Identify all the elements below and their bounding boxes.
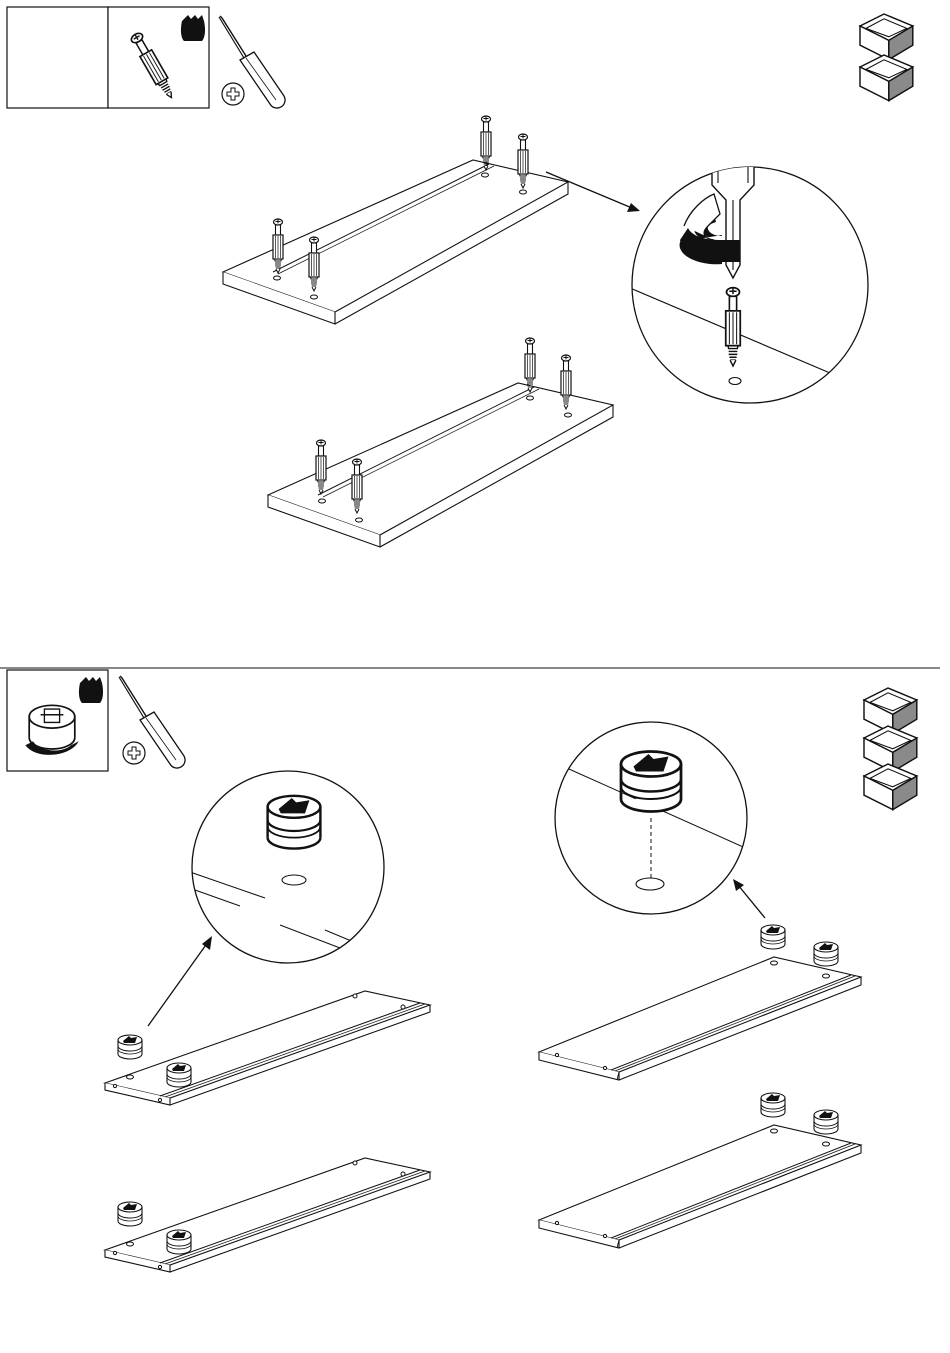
detail-arrow: [148, 936, 212, 1026]
phillips-bit-icon: [222, 83, 244, 105]
panel-left-lower: [105, 1158, 430, 1272]
cam-lock: [761, 1093, 785, 1117]
detail-arrow: [733, 879, 765, 918]
drawer-box-icon: [860, 14, 913, 60]
insert-cam-lock-detail-right: [555, 722, 750, 914]
cam-lock: [761, 925, 785, 949]
step-2: [7, 670, 917, 1272]
panel-right-upper: [539, 957, 861, 1080]
cam-lock: [118, 1035, 142, 1059]
drawer-box-icon: [860, 55, 913, 101]
hardware-bag-icon: [79, 677, 103, 703]
drawer-box-quantity: [864, 688, 917, 810]
cam-lock: [814, 1110, 838, 1134]
drawer-box-icon: [864, 764, 917, 810]
cam-lock: [814, 942, 838, 966]
panel-right-lower: [539, 1125, 861, 1248]
cam-lock: [118, 1202, 142, 1226]
bolt: [525, 338, 535, 392]
parts-box: [7, 670, 108, 771]
screw-in-bolt-detail: [630, 160, 870, 403]
hardware-bag-icon: [181, 15, 205, 41]
detail-arrow: [546, 172, 640, 212]
step-1: [7, 7, 913, 547]
drawer-box-quantity: [860, 14, 913, 101]
panel-left-upper: [105, 991, 430, 1105]
phillips-bit-icon: [123, 742, 145, 764]
quantity-cell: [7, 7, 108, 108]
parts-box: [7, 7, 209, 108]
insert-cam-lock-detail-left: [190, 771, 385, 963]
